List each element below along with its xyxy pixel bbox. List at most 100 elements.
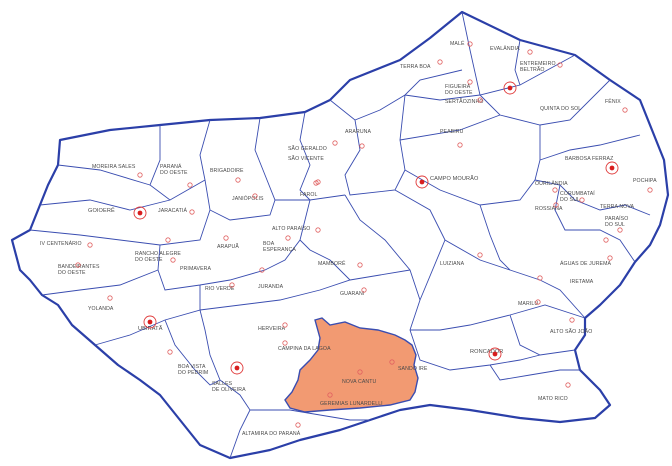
city-label: GEREMIAS LUNARDELLI (320, 401, 383, 407)
city-label: SERTÃOZINHO (445, 98, 483, 105)
highlighted-municipality[interactable] (284, 317, 419, 413)
city-label: MATO RICO (538, 396, 568, 402)
city-marker (87, 242, 93, 248)
city-marker (622, 107, 628, 113)
city-marker (535, 299, 541, 305)
city-marker (389, 359, 395, 365)
city-label: TERRA BOA (400, 64, 431, 70)
city-label: CAMPO MOURÃO (430, 175, 479, 182)
city-label: SÃO GERALDO (288, 145, 327, 152)
city-label: IRETAMA (570, 279, 594, 285)
city-label: RONCADOR (470, 349, 503, 355)
city-label: RIO VERDE (205, 286, 235, 292)
city-label: MAMBORÊ (318, 259, 346, 267)
city-label: GUARANI (340, 291, 364, 297)
city-marker (607, 255, 613, 261)
city-marker (552, 187, 558, 193)
city-label: CAMPINA DA LAGOA (278, 346, 331, 352)
city-marker (605, 161, 619, 175)
city-marker (603, 237, 609, 243)
city-marker (327, 392, 333, 398)
city-marker (143, 315, 157, 329)
city-label: ARARUNA (345, 129, 372, 135)
city-marker (285, 235, 291, 241)
city-marker (557, 62, 563, 68)
city-marker (252, 193, 258, 199)
city-label: SANDO IRE (398, 366, 428, 372)
city-marker (107, 295, 113, 301)
city-marker (235, 177, 241, 183)
city-label: YOLANDA (88, 306, 114, 312)
city-marker (357, 369, 363, 375)
city-label: EVALÂNDIA (490, 45, 520, 52)
city-label: FÊNIX (605, 97, 621, 105)
city-label: OURILÂNDIA (535, 180, 568, 187)
city-marker (503, 81, 517, 95)
city-label: JARACATIÁ (158, 207, 187, 214)
city-marker (437, 59, 443, 65)
city-label: ALTAMIRA DO PARANÁ (242, 430, 301, 437)
city-label: PRIMAVERA (180, 266, 212, 272)
city-marker (359, 143, 365, 149)
city-label: NOVA CANTU (342, 379, 376, 385)
city-marker (477, 252, 483, 258)
city-label: JURANDA (258, 284, 284, 290)
city-marker (537, 275, 543, 281)
city-label: ARAPUÃ (217, 243, 239, 250)
city-marker (457, 142, 463, 148)
city-marker (569, 317, 575, 323)
city-label: ROSSIANA (535, 206, 563, 212)
city-label: MALÉ (450, 40, 465, 47)
city-label: ÁGUAS DE JUREMA (560, 260, 612, 267)
city-marker (282, 322, 288, 328)
city-label: PEABIRU (440, 129, 464, 135)
city-markers (75, 41, 653, 428)
city-label: UBIRATÃ (138, 325, 163, 332)
city-marker (647, 187, 653, 193)
city-marker (315, 227, 321, 233)
city-marker (488, 347, 502, 361)
city-label: TERRA NOVA (600, 204, 634, 210)
city-label: FAROL (300, 192, 318, 198)
city-marker (617, 227, 623, 233)
city-marker (565, 382, 571, 388)
city-label: GOIOERÊ (88, 206, 115, 214)
city-label: HERVEIRA (258, 326, 286, 332)
city-marker (229, 282, 235, 288)
city-marker (133, 206, 147, 220)
city-marker (357, 262, 363, 268)
city-marker (415, 175, 429, 189)
city-marker (230, 361, 244, 375)
city-marker (553, 202, 559, 208)
municipal-borders (29, 11, 651, 459)
city-label: LUIZIANA (440, 261, 465, 267)
city-marker (187, 182, 193, 188)
city-label: MARILU (518, 301, 538, 307)
city-marker (527, 49, 533, 55)
city-marker (170, 257, 176, 263)
city-marker (315, 179, 321, 185)
city-marker (165, 237, 171, 243)
city-marker (467, 79, 473, 85)
city-marker (332, 140, 338, 146)
city-marker (167, 349, 173, 355)
city-label: QUINTA DO SOL (540, 106, 581, 112)
city-label: BARBOSA FERRAZ (565, 156, 613, 162)
city-label: SÃO VICENTE (288, 155, 324, 162)
city-label: ALTO SÃO JOÃO (550, 328, 592, 335)
city-marker (477, 97, 483, 103)
city-marker (137, 172, 143, 178)
city-marker (282, 340, 288, 346)
city-marker (579, 197, 585, 203)
city-label: MOREIRA SALES (92, 164, 136, 170)
city-marker (295, 422, 301, 428)
city-marker (75, 262, 81, 268)
